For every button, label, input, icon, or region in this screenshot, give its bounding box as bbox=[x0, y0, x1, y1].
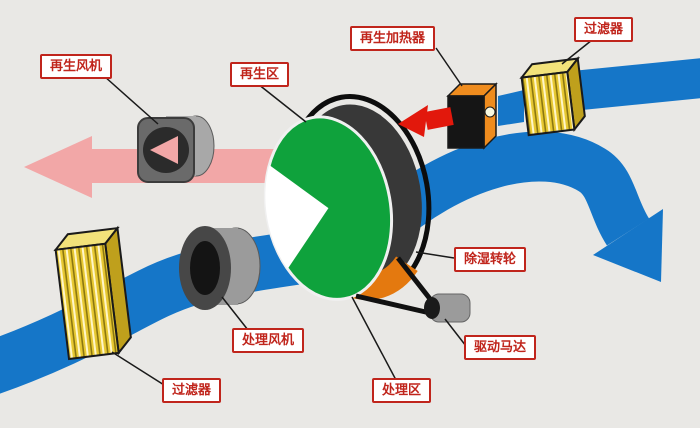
desiccant-wheel bbox=[263, 94, 432, 301]
label-regen-fan: 再生风机 bbox=[40, 54, 113, 79]
label-filter-bottom: 过滤器 bbox=[162, 378, 222, 403]
regen-air-inlet-band bbox=[562, 58, 700, 112]
label-process-fan: 处理风机 bbox=[232, 328, 305, 353]
process-fan bbox=[179, 226, 261, 310]
wheel-regen-sector bbox=[265, 165, 329, 270]
filter-top-front-face bbox=[520, 70, 576, 137]
motor-pulley bbox=[424, 297, 440, 319]
label-desiccant-wheel: 除湿转轮 bbox=[454, 247, 527, 272]
label-regen-heater: 再生加热器 bbox=[350, 26, 436, 51]
connector-regen-heater bbox=[435, 47, 463, 87]
label-filter-top: 过滤器 bbox=[574, 17, 634, 42]
connector-filter-top bbox=[561, 39, 593, 65]
hot-air-arrowhead bbox=[398, 105, 428, 137]
regen-fan-exhaust-glyph bbox=[150, 136, 178, 164]
hot-air-band bbox=[424, 107, 454, 130]
filter-top-right bbox=[519, 56, 586, 137]
label-process-zone: 处理区 bbox=[372, 378, 432, 403]
connector-process-fan bbox=[221, 296, 249, 331]
belt-line-upper bbox=[396, 256, 436, 306]
connector-regen-fan bbox=[103, 75, 159, 125]
connector-desiccant-wheel bbox=[415, 251, 455, 259]
regen-exhaust-arrowhead bbox=[24, 136, 92, 198]
connector-regen-zone bbox=[257, 83, 307, 123]
label-drive-motor: 驱动马达 bbox=[464, 335, 537, 360]
process-fan-opening bbox=[190, 241, 220, 295]
regen-fan bbox=[137, 115, 215, 183]
filter-bottom-front-face bbox=[54, 242, 120, 361]
process-air-intake-duct bbox=[0, 227, 326, 394]
filter-bottom-left bbox=[53, 225, 132, 361]
connector-process-zone bbox=[351, 296, 397, 381]
belt-line-lower bbox=[355, 293, 431, 316]
connector-drive-motor bbox=[444, 318, 467, 347]
heater-front-face bbox=[447, 95, 485, 149]
process-air-exit-arrowhead bbox=[593, 209, 663, 282]
heater-inlet-band bbox=[498, 90, 524, 126]
label-regen-zone: 再生区 bbox=[230, 62, 290, 87]
regen-heater bbox=[446, 82, 498, 150]
heater-indicator bbox=[484, 106, 496, 118]
process-air-exit-band bbox=[363, 131, 650, 247]
